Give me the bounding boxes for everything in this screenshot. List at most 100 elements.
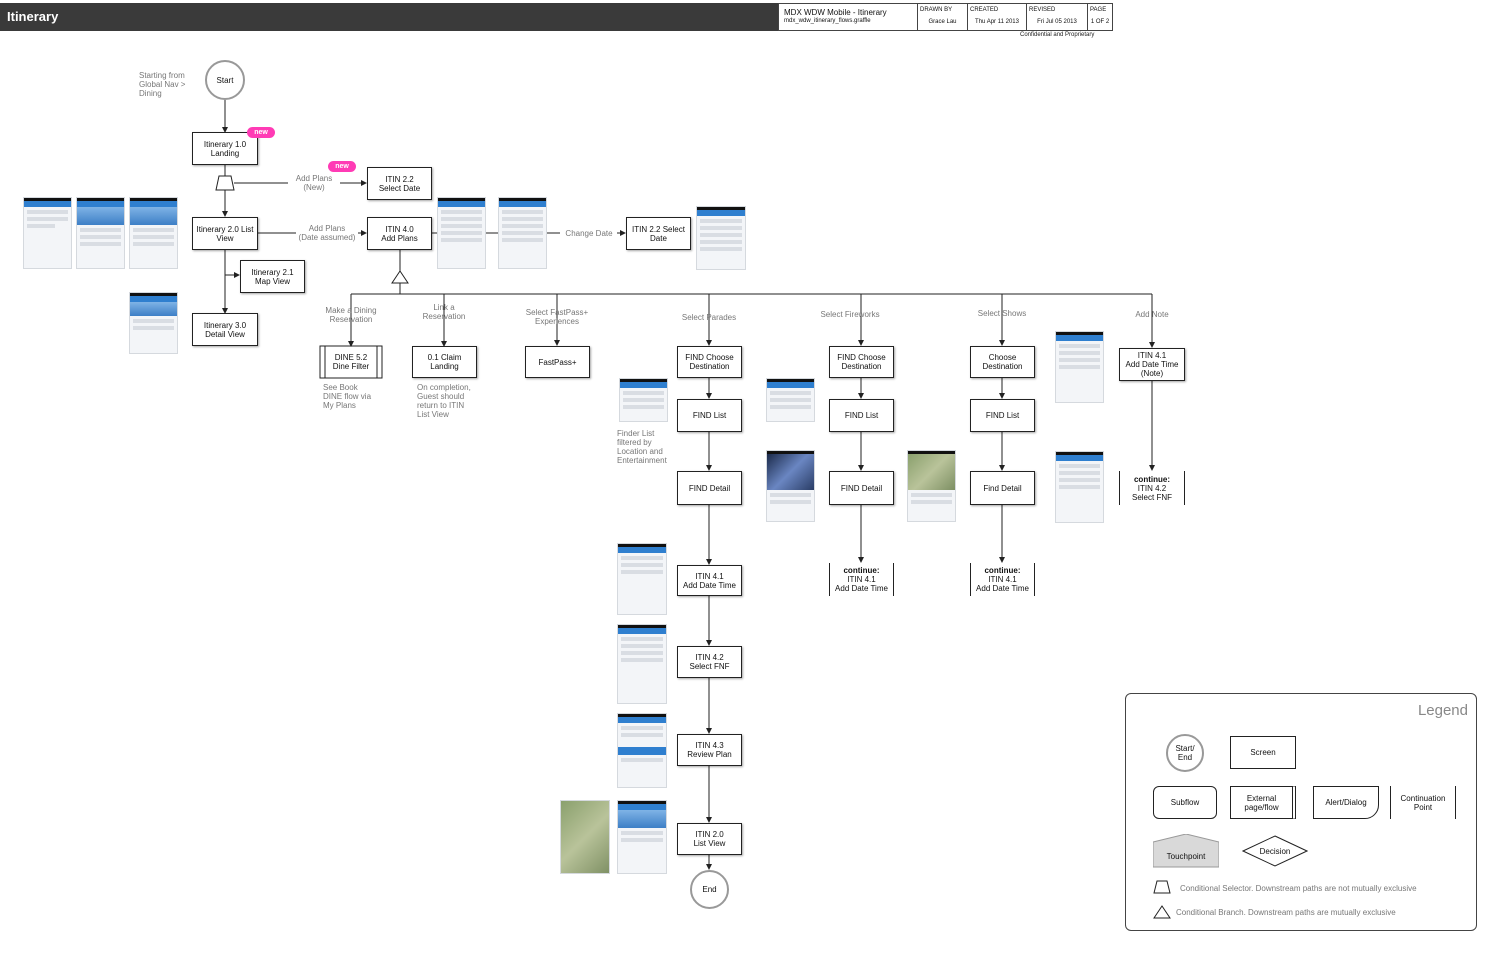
make-dining-label: Make a Dining Reservation	[325, 306, 377, 324]
screen-thumbnail	[1055, 451, 1104, 523]
screen-thumbnail	[617, 624, 667, 704]
finder-list-label: Finder List filtered by Location and Ent…	[617, 429, 667, 465]
continue-target: ITIN 4.1 Add Date Time	[976, 575, 1029, 593]
fireworks-find-detail-node[interactable]: FIND Detail	[829, 471, 894, 505]
created-label: CREATED	[970, 7, 999, 13]
new-badge: new	[247, 127, 275, 138]
screen-thumbnail	[129, 197, 178, 269]
legend-selector-note: Conditional Selector. Downstream paths a…	[1180, 884, 1417, 893]
legend-continuation: Continuation Point	[1390, 786, 1456, 819]
legend-touchpoint-shape	[1153, 834, 1219, 868]
created-value: Thu Apr 11 2013	[975, 19, 1019, 25]
change-date-label: Change Date	[561, 229, 617, 238]
page-label: PAGE	[1090, 7, 1107, 13]
itinerary-landing-node[interactable]: Itinerary 1.0 Landing	[192, 132, 258, 165]
fireworks-continuation-point[interactable]: continue:ITIN 4.1 Add Date Time	[829, 563, 894, 596]
subflow-outline-dine	[319, 345, 383, 379]
drawn-by-cell: DRAWN BY Grace Lau	[917, 4, 967, 30]
continue-label: continue:	[843, 566, 880, 575]
legend-branch-icon	[1153, 905, 1171, 919]
shows-find-list-node[interactable]: FIND List	[970, 399, 1035, 432]
screen-thumbnail	[1055, 331, 1104, 403]
legend-decision: Decision	[1259, 846, 1291, 856]
select-parades-label: Select Parades	[681, 313, 737, 322]
revised-label: REVISED	[1029, 7, 1056, 13]
legend-branch-note: Conditional Branch. Downstream paths are…	[1176, 908, 1396, 917]
drawn-by-value: Grace Lau	[928, 19, 957, 25]
itinerary-map-view-node[interactable]: Itinerary 2.1 Map View	[240, 260, 305, 293]
continue-label: continue:	[984, 566, 1021, 575]
revised-value: Fri Jul 05 2013	[1037, 19, 1077, 25]
continue-target: ITIN 4.2 Select FNF	[1131, 483, 1172, 502]
revised-cell: REVISED Fri Jul 05 2013	[1026, 4, 1087, 30]
continue-target: ITIN 4.1 Add Date Time	[835, 575, 888, 593]
conditional-branch-shape	[391, 270, 409, 284]
fireworks-find-list-node[interactable]: FIND List	[829, 399, 894, 432]
legend-screen: Screen	[1230, 736, 1296, 769]
legend-start-end: Start/ End	[1166, 734, 1204, 772]
select-fastpass-label: Select FastPass+ Experiences	[525, 308, 589, 326]
note-continuation-point[interactable]: continue:ITIN 4.2 Select FNF	[1119, 471, 1185, 505]
fireworks-choose-destination-node[interactable]: FIND Choose Destination	[829, 346, 894, 378]
itin-add-plans-node[interactable]: ITIN 4.0 Add Plans	[367, 217, 432, 250]
legend-title: Legend	[1417, 702, 1468, 719]
itinerary-detail-view-node[interactable]: Itinerary 3.0 Detail View	[192, 313, 258, 346]
screen-thumbnail	[619, 378, 668, 422]
screen-thumbnail	[617, 800, 667, 874]
add-plans-new-label: Add Plans (New)	[288, 174, 340, 192]
link-reservation-label: Link a Reservation	[422, 303, 466, 321]
conditional-selector-shape	[215, 175, 235, 191]
fastpass-node[interactable]: FastPass+	[525, 346, 590, 378]
itin-select-date-node[interactable]: ITIN 2.2 Select Date	[367, 167, 432, 200]
dine-filter-node[interactable]: DINE 5.2 Dine Filter	[332, 353, 370, 371]
add-plans-assumed-label: Add Plans (Date assumed)	[296, 224, 358, 242]
parades-find-detail-node[interactable]: FIND Detail	[677, 471, 742, 505]
shows-choose-destination-node[interactable]: Choose Destination	[970, 346, 1035, 378]
title-bar: Itinerary	[0, 3, 778, 31]
legend-alert-dialog: Alert/Dialog	[1313, 786, 1379, 819]
legend-touchpoint: Touchpoint	[1166, 851, 1206, 861]
parades-review-plan-node[interactable]: ITIN 4.3 Review Plan	[677, 734, 742, 766]
screen-thumbnail	[617, 543, 667, 615]
parades-list-view-node[interactable]: ITIN 2.0 List View	[677, 823, 742, 855]
legend-panel: Legend Start/ End Screen Subflow Externa…	[1125, 693, 1477, 931]
parades-choose-destination-node[interactable]: FIND Choose Destination	[677, 346, 742, 378]
legend-selector-icon	[1153, 880, 1171, 894]
see-book-label: See Book DINE flow via My Plans	[323, 383, 372, 410]
doc-title: MDX WDW Mobile - Itinerary	[784, 8, 887, 17]
drawn-by-label: DRAWN BY	[920, 7, 953, 13]
screen-thumbnail	[129, 292, 178, 354]
legend-subflow: Subflow	[1153, 786, 1217, 819]
document-info-box: MDX WDW Mobile - Itinerary mdx_wdw_itine…	[778, 3, 1113, 31]
screen-thumbnail	[617, 713, 667, 788]
add-note-label: Add Note	[1135, 310, 1169, 319]
note-add-date-time-node[interactable]: ITIN 4.1 Add Date Time (Note)	[1119, 348, 1185, 381]
doc-filename: mdx_wdw_itinerary_flows.graffle	[784, 18, 871, 24]
screen-thumbnail	[76, 197, 125, 269]
continue-label: continue:	[1133, 474, 1170, 484]
parades-find-list-node[interactable]: FIND List	[677, 399, 742, 432]
start-node[interactable]: Start	[205, 60, 245, 100]
created-cell: CREATED Thu Apr 11 2013	[967, 4, 1026, 30]
confidential-note: Confidential and Proprietary	[1020, 32, 1095, 38]
page-title: Itinerary	[7, 9, 59, 24]
shows-continuation-point[interactable]: continue:ITIN 4.1 Add Date Time	[970, 563, 1035, 596]
select-shows-label: Select Shows	[977, 309, 1027, 318]
itin-select-date-2-node[interactable]: ITIN 2.2 Select Date	[626, 217, 691, 250]
parades-add-date-time-node[interactable]: ITIN 4.1 Add Date Time	[677, 565, 742, 596]
end-node[interactable]: End	[690, 870, 729, 909]
screen-thumbnail	[696, 206, 746, 270]
starting-from-label: Starting from Global Nav > Dining	[139, 71, 186, 98]
screen-thumbnail	[560, 800, 610, 874]
new-badge: new	[328, 161, 356, 172]
page-value: 1 OF 2	[1090, 19, 1110, 25]
screen-thumbnail	[23, 197, 72, 269]
itinerary-list-view-node[interactable]: Itinerary 2.0 List View	[192, 217, 258, 250]
screen-thumbnail	[766, 450, 815, 522]
legend-external: External page/flow	[1230, 786, 1296, 819]
claim-landing-node[interactable]: 0.1 Claim Landing	[412, 346, 477, 378]
shows-find-detail-node[interactable]: Find Detail	[970, 471, 1035, 505]
screen-thumbnail	[437, 197, 486, 269]
parades-select-fnf-node[interactable]: ITIN 4.2 Select FNF	[677, 646, 742, 678]
